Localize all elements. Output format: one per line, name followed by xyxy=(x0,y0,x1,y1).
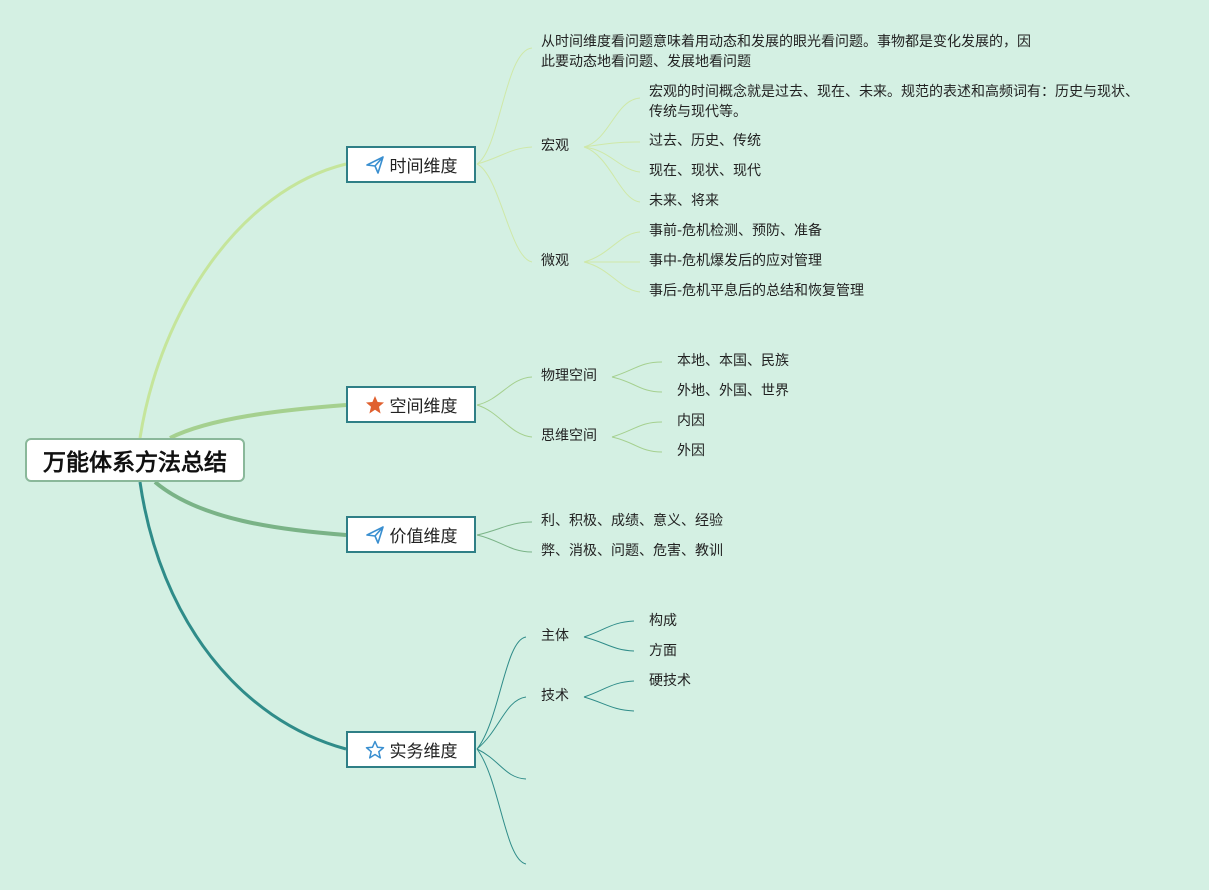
practice-tech-item-1[interactable]: 硬技术 xyxy=(649,673,691,689)
branch-time-node[interactable]: 时间维度 xyxy=(346,146,476,183)
branch-time-title: 时间维度 xyxy=(389,157,458,177)
time-micro-item-2[interactable]: 事中-危机爆发后的应对管理 xyxy=(649,253,823,269)
root-title: 万能体系方法总结 xyxy=(43,450,227,476)
practice-subject-item-2[interactable]: 方面 xyxy=(649,643,677,659)
space-thinking-item-2[interactable]: 外因 xyxy=(677,443,705,459)
time-macro-item-3[interactable]: 现在、现状、现代 xyxy=(649,163,761,179)
value-branch-lines xyxy=(476,521,533,553)
branch-value-title: 价值维度 xyxy=(389,527,458,547)
time-micro-item-1[interactable]: 事前-危机检测、预防、准备 xyxy=(649,223,823,239)
practice-branch-lines xyxy=(476,620,635,865)
root-node[interactable]: 万能体系方法总结 xyxy=(25,438,245,482)
time-macro-item-2[interactable]: 过去、历史、传统 xyxy=(649,133,761,149)
branch-space-title: 空间维度 xyxy=(389,397,458,417)
branch-value-node[interactable]: 价值维度 xyxy=(346,516,476,553)
branch-practice-title: 实务维度 xyxy=(389,742,458,762)
time-micro-label[interactable]: 微观 xyxy=(541,253,569,269)
star-outline-icon xyxy=(365,740,385,760)
space-branch-lines xyxy=(476,361,663,453)
practice-tech-label[interactable]: 技术 xyxy=(541,688,569,704)
star-icon xyxy=(365,395,385,415)
time-intro-text[interactable]: 从时间维度看问题意味着用动态和发展的眼光看问题。事物都是变化发展的，因此要动态地… xyxy=(541,34,1031,70)
time-branch-lines xyxy=(476,47,641,293)
root-to-space-line xyxy=(169,403,347,440)
space-thinking-label[interactable]: 思维空间 xyxy=(541,428,597,444)
space-physical-item-1[interactable]: 本地、本国、民族 xyxy=(677,353,789,369)
space-physical-item-2[interactable]: 外地、外国、世界 xyxy=(677,383,789,399)
time-micro-item-3[interactable]: 事后-危机平息后的总结和恢复管理 xyxy=(649,283,865,299)
value-item-1[interactable]: 利、积极、成绩、意义、经验 xyxy=(541,513,723,529)
paper-plane-icon xyxy=(365,155,385,175)
value-item-2[interactable]: 弊、消极、问题、危害、教训 xyxy=(541,543,723,559)
root-to-practice-line xyxy=(138,481,347,751)
branch-practice-node[interactable]: 实务维度 xyxy=(346,731,476,768)
space-thinking-item-1[interactable]: 内因 xyxy=(677,413,705,429)
root-to-value-line xyxy=(153,480,347,537)
time-macro-label[interactable]: 宏观 xyxy=(541,138,569,154)
root-to-time-line xyxy=(138,162,347,439)
time-macro-item-4[interactable]: 未来、将来 xyxy=(649,193,719,209)
branch-space-node[interactable]: 空间维度 xyxy=(346,386,476,423)
paper-plane-icon xyxy=(365,525,385,545)
time-macro-item-1[interactable]: 宏观的时间概念就是过去、现在、未来。规范的表述和高频词有：历史与现状、传统与现代… xyxy=(649,84,1139,120)
practice-subject-label[interactable]: 主体 xyxy=(541,628,569,644)
space-physical-label[interactable]: 物理空间 xyxy=(541,368,597,384)
practice-subject-item-1[interactable]: 构成 xyxy=(649,613,677,629)
